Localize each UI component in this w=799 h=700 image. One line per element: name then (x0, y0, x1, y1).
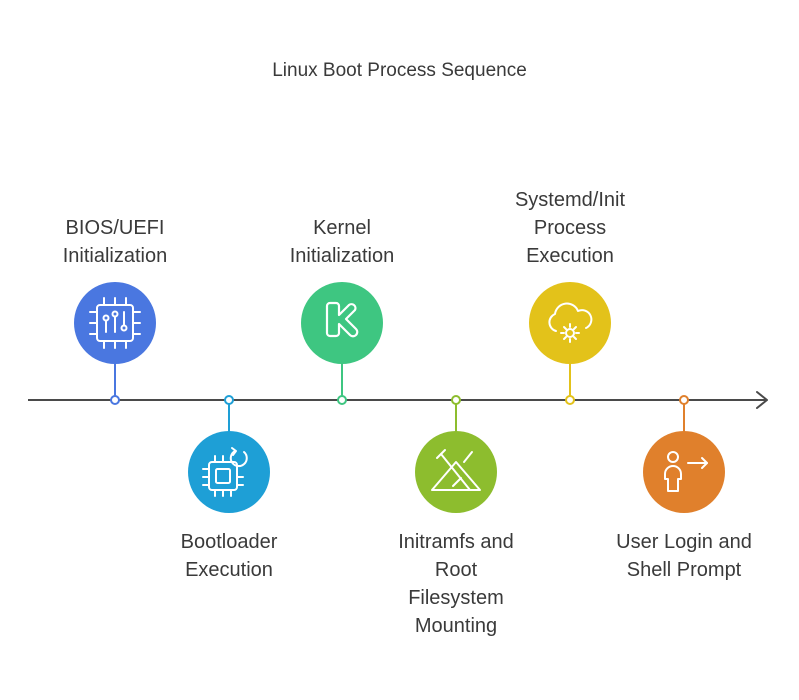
stage-initramfs (415, 395, 497, 513)
stage-1-label-line: Initialization (62, 245, 168, 267)
stage-6-label-line: User Login and (616, 531, 752, 553)
stage-3-label-line: Initialization (289, 245, 395, 267)
stage-1-label-line: BIOS/UEFI (65, 217, 165, 239)
stage-4-label-line: Root (434, 559, 478, 581)
user-login-icon (664, 451, 708, 492)
cloud-gear-icon (548, 302, 593, 343)
stage-5-label-line: Process (533, 217, 607, 239)
mount-icon (431, 449, 481, 491)
stage-4-label-line: Filesystem (408, 587, 504, 609)
stage-bios-uefi (74, 282, 156, 405)
stage-4-label-line: Mounting (414, 615, 498, 637)
diagram-title: Linux Boot Process Sequence (272, 60, 527, 81)
kotlin-k-icon (325, 301, 359, 338)
stage-label-kernel: Kernel Initialization (242, 214, 442, 270)
stage-1-marker (110, 395, 120, 405)
stage-kernel (301, 282, 383, 405)
stage-user-login (643, 395, 725, 513)
stage-5-label-line: Systemd/Init (514, 189, 626, 211)
stage-label-initramfs: Initramfs and Root Filesystem Mounting (356, 528, 556, 640)
chip-icon (89, 297, 141, 349)
stage-6-label-line: Shell Prompt (626, 559, 742, 581)
stage-6-circle (643, 431, 725, 513)
stage-6-marker (679, 395, 689, 405)
stage-5-marker (565, 395, 575, 405)
stage-5-label-line: Execution (526, 245, 614, 267)
stage-label-user-login: User Login and Shell Prompt (584, 528, 784, 584)
stage-label-bootloader: Bootloader Execution (129, 528, 329, 584)
stage-3-label-line: Kernel (313, 217, 371, 239)
stage-systemd-init (529, 282, 611, 405)
stage-bootloader (188, 395, 270, 513)
stage-label-systemd-init: Systemd/Init Process Execution (470, 186, 670, 270)
stage-2-label-line: Bootloader (180, 531, 278, 553)
chip-refresh-icon (202, 447, 248, 497)
stage-label-bios-uefi: BIOS/UEFI Initialization (15, 214, 215, 270)
stage-4-label-line: Initramfs and (398, 531, 514, 553)
timeline-arrowhead (756, 391, 768, 409)
stage-3-circle (301, 282, 383, 364)
stage-2-label-line: Execution (185, 559, 273, 581)
stage-4-marker (451, 395, 461, 405)
stage-2-marker (224, 395, 234, 405)
stage-3-marker (337, 395, 347, 405)
